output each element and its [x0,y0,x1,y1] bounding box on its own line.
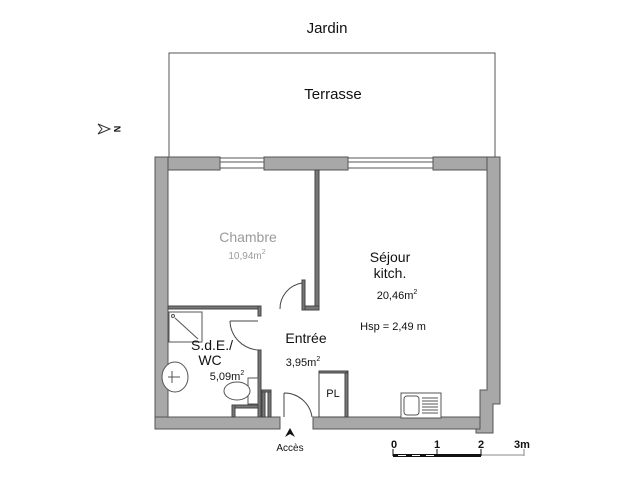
terrace-outline [168,52,496,159]
scale-tick-3m: 3m [514,439,530,451]
room-name-sejour-line2: kitch. [373,265,407,281]
access-label: Accès [276,443,304,454]
placard-label: PL [326,388,340,400]
door-sde [229,320,259,351]
wall-right [475,156,501,434]
window-chambre [219,161,265,169]
washbasin [161,361,189,393]
scale-tick-1: 1 [433,439,441,451]
room-name-sejour-line1: Séjour [369,249,411,265]
terrace-label: Terrasse [304,86,362,103]
outside-label-jardin: Jardin [306,20,348,37]
partition-chambre-sde [167,305,261,310]
shower-tray [168,311,203,343]
ceiling-height: Hsp = 2,49 m [360,321,426,333]
partition-chambre-sejour [314,169,320,311]
wall-top-middle [263,156,349,171]
toilet [223,377,259,405]
scale-tick-2: 2 [477,439,485,451]
room-area-sejour: 20,46m2 [376,289,418,302]
north-arrow-icon [97,123,112,135]
room-name-sde-line1: S.d.E./ [190,337,234,353]
north-label: N [112,125,123,133]
kitchen-sink [400,392,442,419]
room-area-chambre: 10,94m2 [228,249,266,262]
scale-bar [392,449,525,457]
room-area-entree: 3,95m2 [285,356,321,369]
room-area-sde: 5,09m2 [209,370,245,383]
window-sejour [347,161,434,169]
wall-bottom-right [312,416,481,430]
access-arrow-icon [285,428,295,437]
room-name-sde-line2: WC [198,352,222,368]
room-name-entree: Entrée [285,330,327,346]
door-entry [283,392,313,418]
placard [318,370,348,418]
scale-tick-0: 0 [390,439,398,451]
door-chambre [279,282,303,310]
room-name-chambre: Chambre [219,229,277,245]
wall-bottom-left [154,416,281,430]
